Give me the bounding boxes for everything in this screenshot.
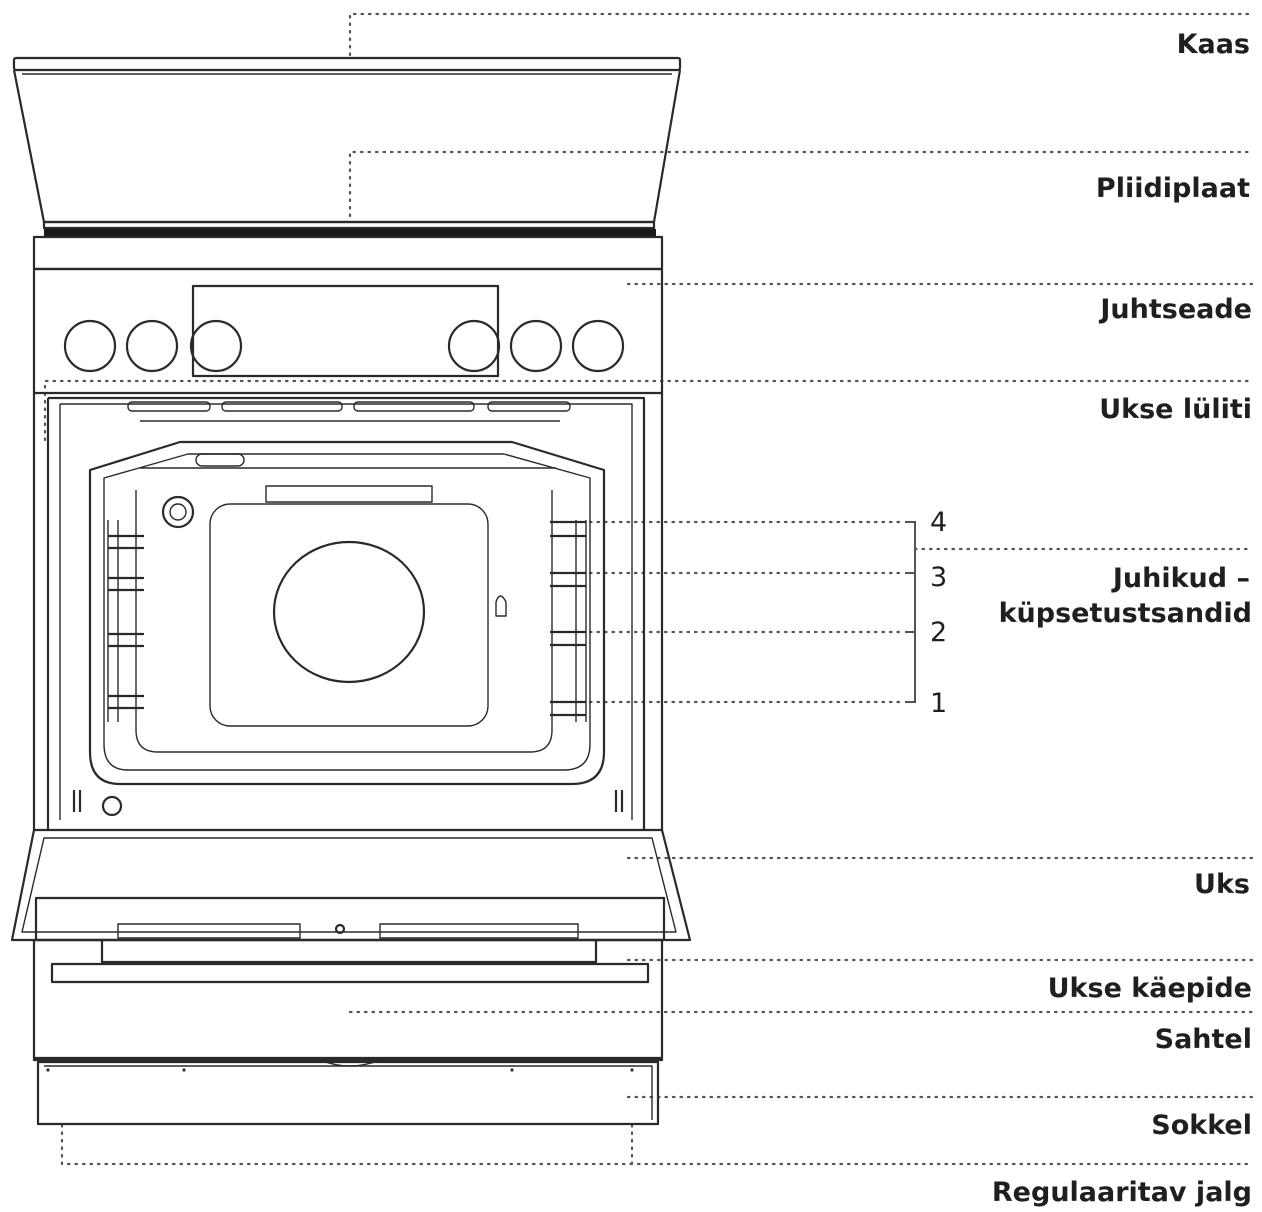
plinth (36, 1060, 660, 1126)
labels: Kaas Pliidiplaat Juhtseade Ukse lüliti J… (930, 29, 1252, 1208)
shelf-level-3: 3 (930, 562, 947, 593)
leader-ukse-luliti (43, 379, 1254, 442)
door (10, 828, 692, 942)
label-regulaaritav-jalg: Regulaaritav jalg (992, 1177, 1252, 1208)
leader-jalg (60, 1123, 1254, 1166)
knob-icon (571, 319, 625, 373)
label-pliidiplaat: Pliidiplaat (1096, 173, 1250, 204)
label-ukse-luliti: Ukse lüliti (1099, 394, 1252, 425)
top-band (32, 235, 664, 271)
control-panel (32, 267, 664, 395)
label-juhtseade: Juhtseade (1098, 294, 1252, 325)
shelf-level-4: 4 (930, 507, 947, 538)
shelf-bracket (905, 521, 916, 703)
display-window (191, 284, 500, 378)
knob-icon (63, 319, 117, 373)
oven-cavity (32, 393, 664, 830)
knob-icon (509, 319, 563, 373)
lid (12, 56, 682, 224)
oven-illustration (10, 56, 692, 1126)
shelf-rails-right (550, 520, 587, 722)
knob-icon (125, 319, 179, 373)
leader-lines (43, 12, 1254, 1166)
knob-icon (447, 319, 501, 373)
light-icon (161, 495, 195, 529)
label-sahtel: Sahtel (1155, 1024, 1252, 1055)
label-kaas: Kaas (1177, 29, 1250, 60)
label-sokkel: Sokkel (1151, 1110, 1252, 1141)
label-juhikud-line1: Juhikud – (1111, 563, 1250, 594)
hob (42, 220, 656, 237)
shelf-level-1: 1 (930, 688, 947, 719)
leader-kaas (348, 12, 1254, 57)
shelf-level-2: 2 (930, 617, 947, 648)
drawer (32, 938, 664, 1067)
knob-icon (189, 319, 243, 373)
fan-cover (272, 540, 426, 684)
label-uks: Uks (1194, 869, 1250, 900)
label-ukse-kaepide: Ukse käepide (1048, 973, 1252, 1004)
shelf-rails-left (107, 520, 144, 722)
label-juhikud-line2: küpsetustsandid (999, 598, 1252, 629)
door-handle (50, 940, 650, 984)
